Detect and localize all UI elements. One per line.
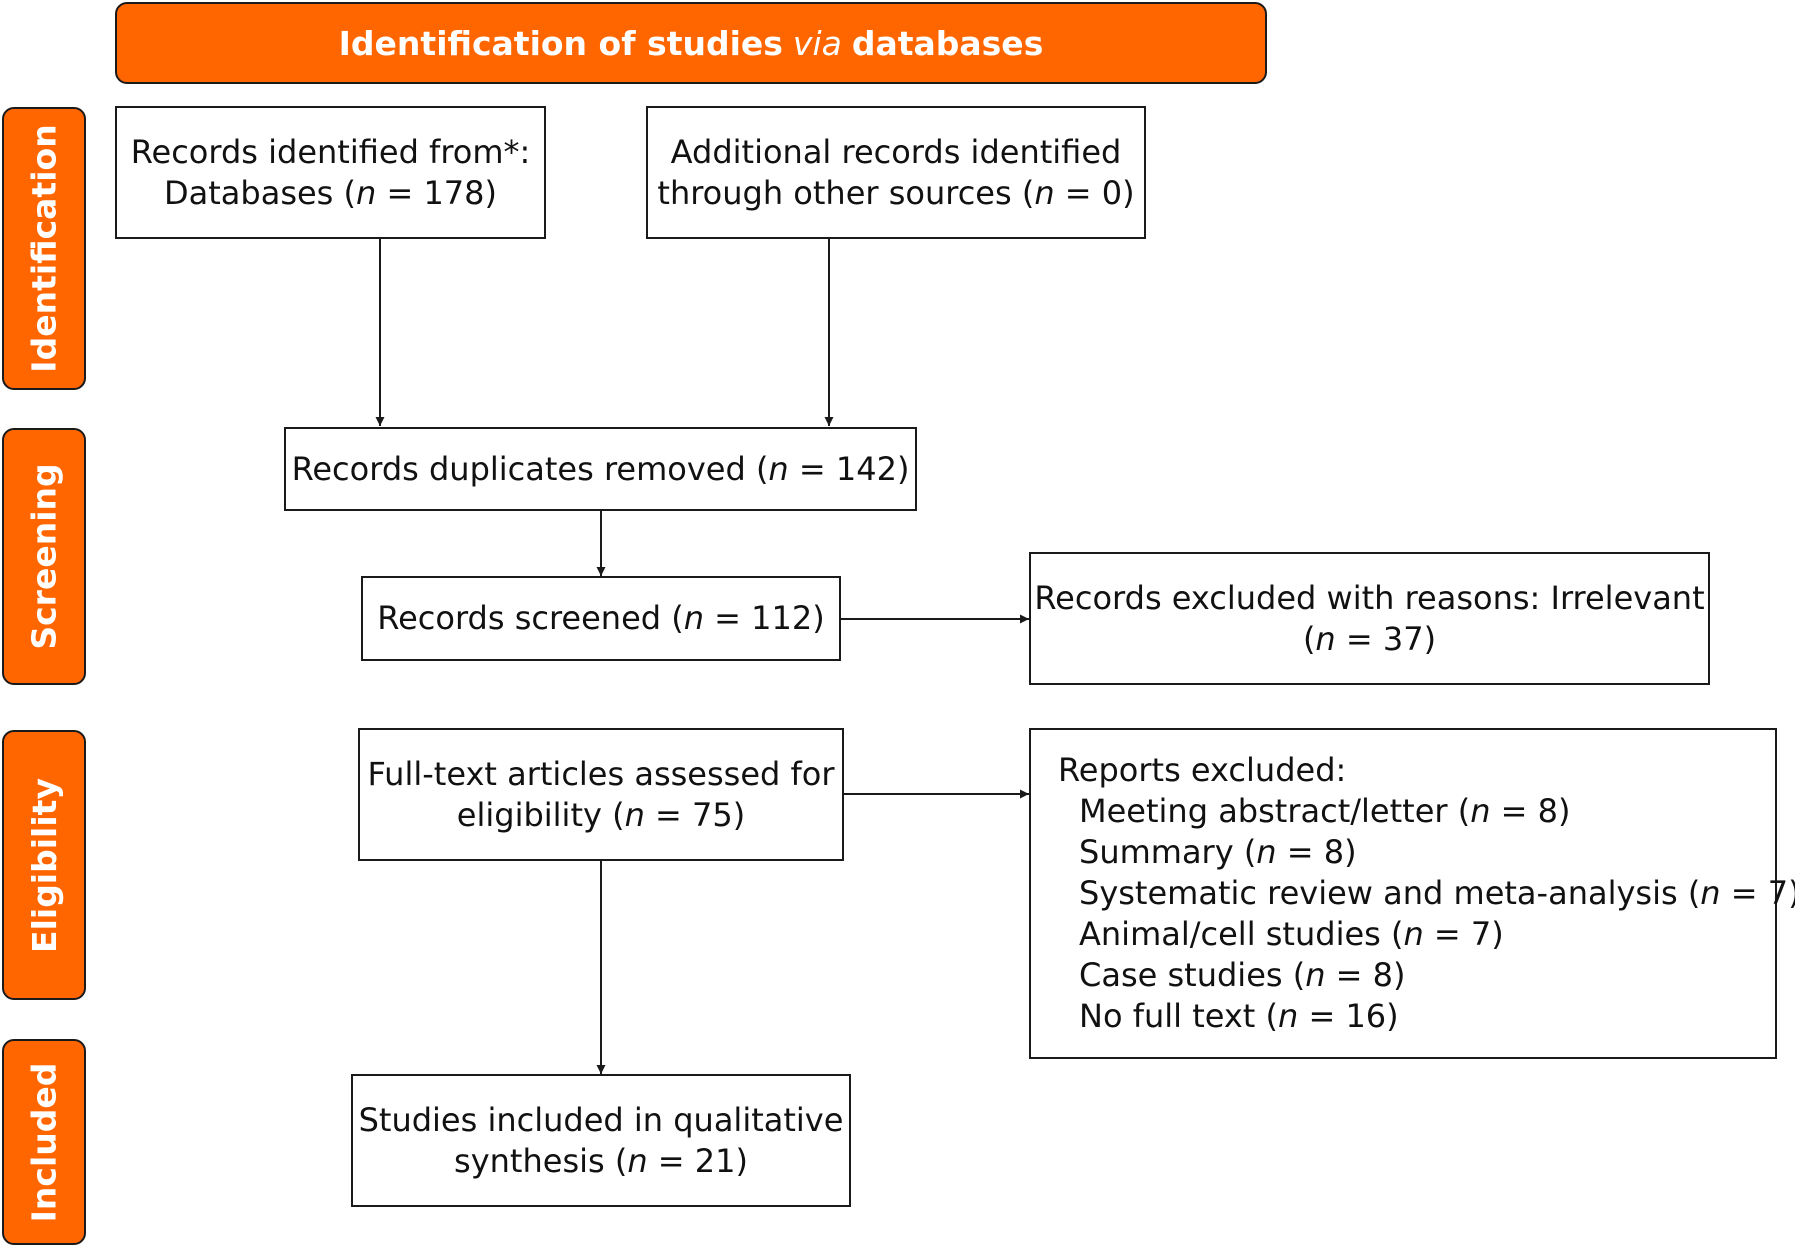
reports-excluded-title: Reports excluded: — [1058, 751, 1347, 789]
additional-records-line2: through other sources (n = 0) — [657, 173, 1135, 212]
records-excluded-line1: Records excluded with reasons: Irrelevan… — [1034, 578, 1705, 617]
reports-excluded-item: Meeting abstract/letter (n = 8) — [1079, 792, 1571, 830]
reports-excluded-item: Systematic review and meta-analysis (n =… — [1079, 874, 1795, 912]
header-via: via — [792, 23, 842, 63]
box-records-excluded: Records excluded with reasons: Irrelevan… — [1029, 552, 1710, 685]
fulltext-assessed-line1: Full-text articles assessed for — [367, 754, 835, 793]
stage-identification: Identification — [2, 107, 86, 390]
box-fulltext-assessed: Full-text articles assessed for eligibil… — [358, 728, 844, 861]
reports-excluded-item: Animal/cell studies (n = 7) — [1079, 915, 1504, 953]
studies-included-line2: synthesis (n = 21) — [454, 1141, 748, 1180]
studies-included-line1: Studies included in qualitative — [358, 1100, 844, 1139]
duplicates-removed-line1: Records duplicates removed (n = 142) — [291, 449, 910, 488]
box-records-screened: Records screened (n = 112) — [361, 576, 841, 661]
box-records-identified: Records identified from*: Databases (n =… — [115, 106, 546, 239]
box-reports-excluded: Reports excluded: Meeting abstract/lette… — [1029, 728, 1795, 1059]
records-excluded-line2: (n = 37) — [1302, 619, 1437, 658]
additional-records-line1: Additional records identified — [670, 132, 1122, 171]
box-duplicates-removed: Records duplicates removed (n = 142) — [284, 427, 917, 511]
reports-excluded-item: No full text (n = 16) — [1079, 997, 1399, 1035]
records-identified-line2: Databases (n = 178) — [163, 173, 497, 212]
records-identified-line1: Records identified from*: — [130, 132, 531, 171]
reports-excluded-item: Summary (n = 8) — [1079, 833, 1357, 871]
header-suffix: databases — [851, 23, 1044, 63]
stage-included: Included — [2, 1039, 86, 1245]
header-prefix: Identification of studies — [338, 23, 783, 63]
box-additional-records: Additional records identified through ot… — [646, 106, 1146, 239]
box-studies-included: Studies included in qualitative synthesi… — [351, 1074, 851, 1207]
fulltext-assessed-line2: eligibility (n = 75) — [456, 795, 746, 834]
reports-excluded-item: Case studies (n = 8) — [1079, 956, 1406, 994]
stage-eligibility: Eligibility — [2, 730, 86, 1000]
stage-screening: Screening — [2, 428, 86, 685]
records-screened-line1: Records screened (n = 112) — [377, 599, 825, 637]
